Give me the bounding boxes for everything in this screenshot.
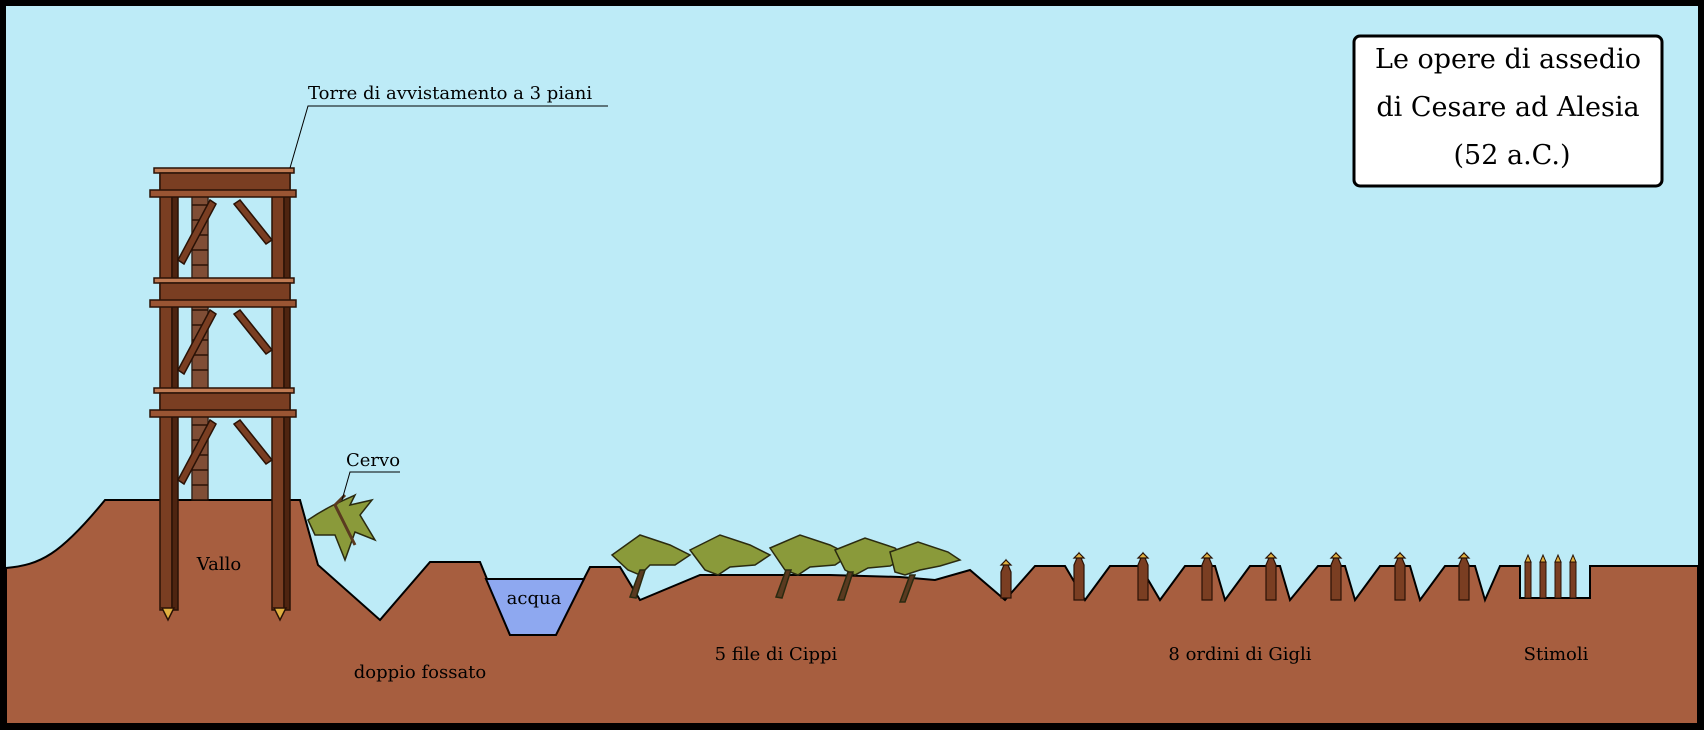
stimoli-label: Stimoli: [1524, 644, 1589, 665]
vallo-label: Vallo: [196, 554, 241, 575]
cervo-label: Cervo: [346, 450, 400, 471]
tower-label: Torre di avvistamento a 3 piani: [308, 83, 592, 104]
acqua-label: acqua: [507, 588, 562, 609]
stimoli-stakes: [1524, 553, 1577, 599]
water: [484, 578, 586, 636]
title-box: [1352, 34, 1664, 188]
cervo-leader-line: [341, 471, 400, 501]
title-line-1: Le opere di assedio: [1375, 44, 1641, 75]
gigli-stakes: [999, 551, 1471, 601]
cippi-rows: [610, 534, 962, 603]
cippi-label: 5 file di Cippi: [715, 644, 838, 665]
ground-terrain: [5, 499, 1699, 725]
watch-tower: [149, 167, 297, 622]
fossato-label: doppio fossato: [354, 662, 487, 683]
tower-leader-line: [289, 105, 608, 169]
title-text: Le opere di assedio di Cesare ad Alesia …: [1375, 44, 1641, 171]
title-line-3: (52 a.C.): [1454, 140, 1571, 171]
title-line-2: di Cesare ad Alesia: [1376, 92, 1639, 123]
gigli-label: 8 ordini di Gigli: [1168, 644, 1311, 665]
